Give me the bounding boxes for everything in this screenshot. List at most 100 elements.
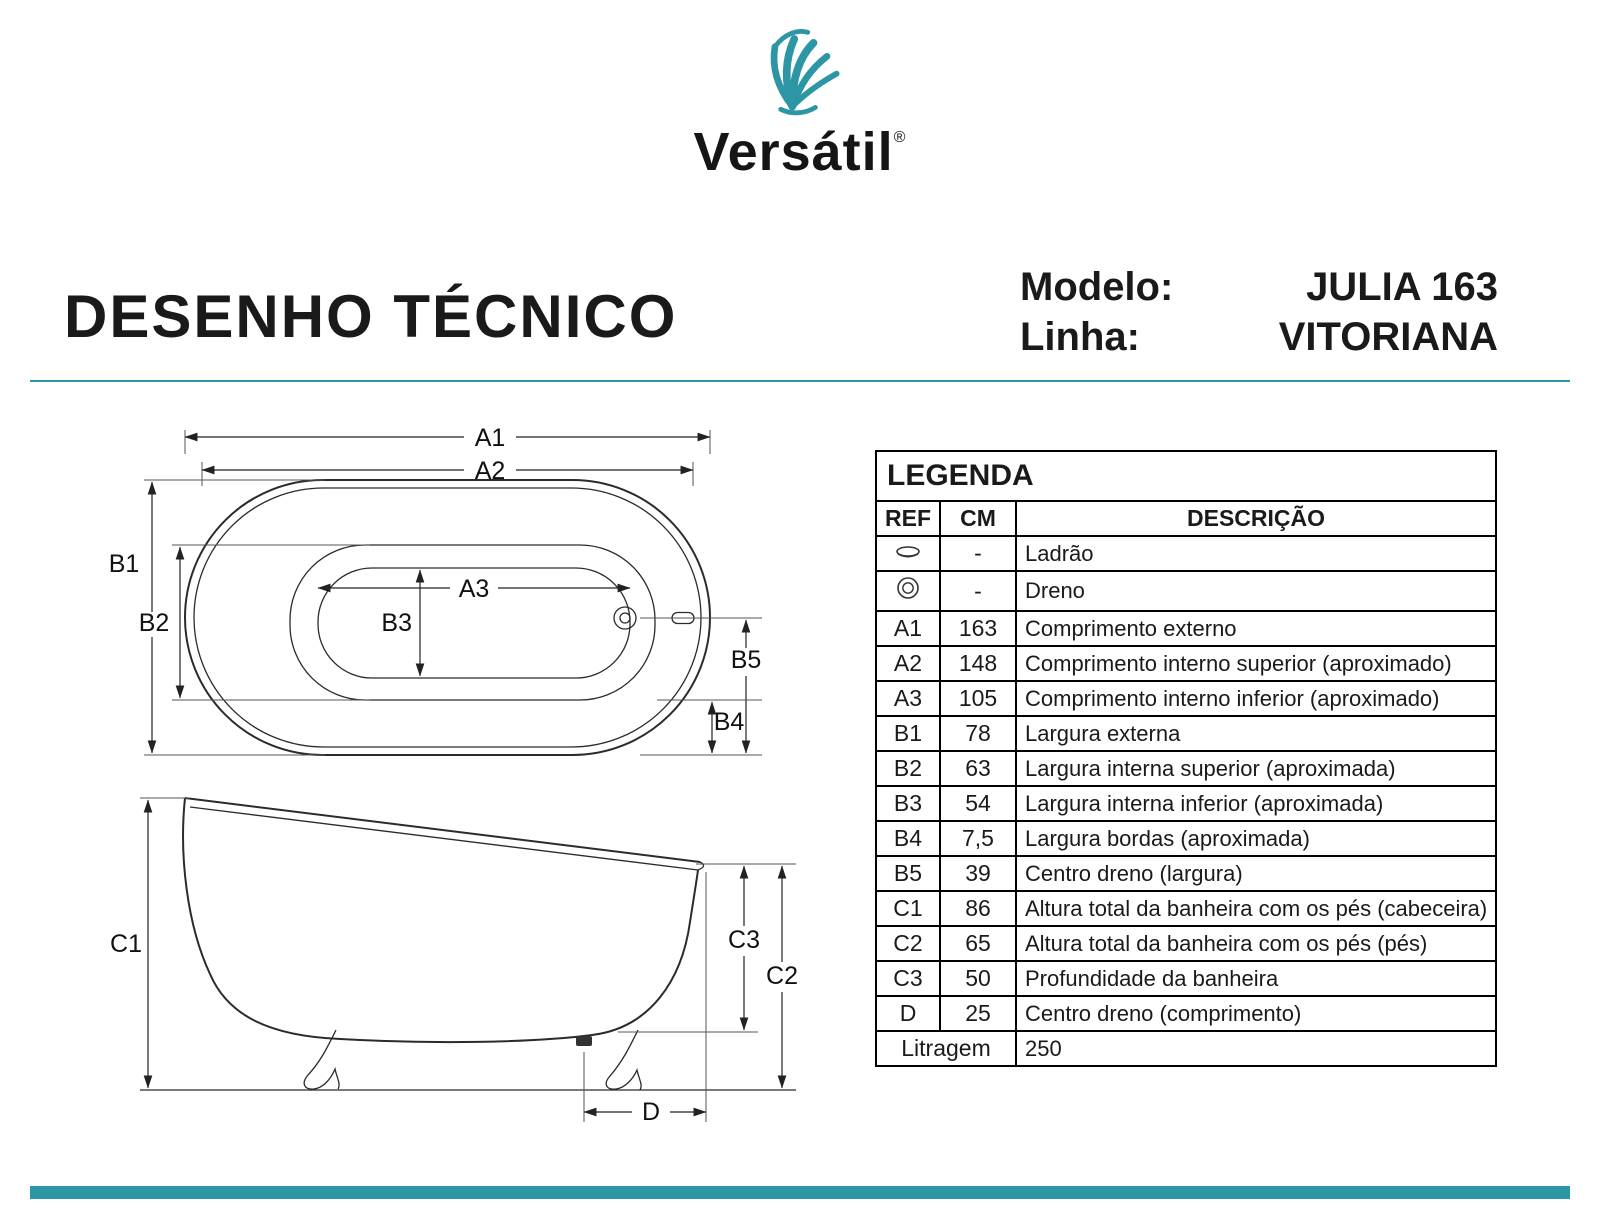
- drain-outline: [613, 606, 637, 630]
- header-divider: [30, 380, 1570, 382]
- tub-inner-lower-outline: [317, 567, 631, 679]
- shell-logo-icon: [770, 29, 840, 116]
- legend-cm-cell: -: [939, 570, 1017, 612]
- brand-name-text: Versátil: [693, 122, 894, 182]
- legend-row: A3 105 Comprimento interno inferior (apr…: [875, 680, 1498, 717]
- legend-cm-cell: 78: [939, 715, 1017, 752]
- legend-ref-cell: A3: [875, 680, 941, 717]
- model-value: JULIA 163: [1306, 265, 1498, 309]
- legend-ref-cell: [875, 570, 941, 612]
- tub-inner-upper-outline: [289, 544, 656, 701]
- legend-row: C2 65 Altura total da banheira com os pé…: [875, 925, 1498, 962]
- legend-desc-cell: Largura bordas (aproximada): [1014, 820, 1498, 857]
- tub-top-view: A1 A2 A3 B1 B2 B3 B5 B4: [109, 424, 762, 756]
- legend-header-row: REF CM DESCRIÇÃO: [875, 500, 1498, 537]
- legend-desc-cell: Altura total da banheira com os pés (pés…: [1014, 925, 1498, 962]
- dim-label-b1: B1: [109, 550, 140, 578]
- dim-label-d: D: [642, 1098, 660, 1126]
- dim-label-b3: B3: [381, 609, 412, 637]
- legend-row: - Ladrão: [875, 535, 1498, 572]
- drain-fitting: [576, 1036, 592, 1046]
- dim-label-b4: B4: [714, 708, 745, 736]
- legend-desc-cell: Centro dreno (largura): [1014, 855, 1498, 892]
- dim-label-c2: C2: [766, 962, 798, 990]
- legend-row: C3 50 Profundidade da banheira: [875, 960, 1498, 997]
- legend-ref-cell: C1: [875, 890, 941, 927]
- legend-row: C1 86 Altura total da banheira com os pé…: [875, 890, 1498, 927]
- technical-drawing: A1 A2 A3 B1 B2 B3 B5 B4: [109, 424, 798, 1126]
- legend-title-row: LEGENDA: [874, 450, 1498, 502]
- legend-ref-cell: A2: [875, 645, 941, 682]
- tub-outer-outline: [184, 479, 711, 756]
- legend-cm-cell: 163: [939, 610, 1017, 647]
- legend-cm-cell: 63: [939, 750, 1017, 787]
- legend-footer-row: Litragem 250: [875, 1030, 1498, 1067]
- legend-row: D 25 Centro dreno (comprimento): [875, 995, 1498, 1032]
- brand-logo: Versátil®: [590, 14, 1010, 179]
- legend-panel: LEGENDA REF CM DESCRIÇÃO - Ladrão: [874, 450, 1498, 1067]
- legend-cm-cell: -: [939, 535, 1017, 572]
- legend-desc-cell: Ladrão: [1014, 535, 1498, 572]
- legend-ref-cell: A1: [875, 610, 941, 647]
- legend-cm-cell: 50: [939, 960, 1017, 997]
- legend-cm-cell: 65: [939, 925, 1017, 962]
- legend-desc-cell: Profundidade da banheira: [1014, 960, 1498, 997]
- bottom-accent-bar: [30, 1186, 1570, 1199]
- legend-ref-cell: B3: [875, 785, 941, 822]
- dim-label-b2: B2: [139, 609, 170, 637]
- legend-desc-cell: Comprimento externo: [1014, 610, 1498, 647]
- model-row: Modelo: JULIA 163: [1020, 262, 1498, 312]
- legend-row: B1 78 Largura externa: [875, 715, 1498, 752]
- tub-rim-top: [184, 797, 701, 863]
- legend-ref-cell: C2: [875, 925, 941, 962]
- overflow-icon: [896, 546, 920, 558]
- registered-mark: ®: [893, 129, 907, 146]
- legend-ref-cell: B4: [875, 820, 941, 857]
- line-label: Linha:: [1020, 315, 1140, 359]
- legend-desc-cell: Altura total da banheira com os pés (cab…: [1014, 890, 1498, 927]
- tub-foot-right: [605, 1029, 642, 1091]
- legend-row: B2 63 Largura interna superior (aproxima…: [875, 750, 1498, 787]
- legend-desc-cell: Largura interna inferior (aproximada): [1014, 785, 1498, 822]
- legend-ref-cell: [875, 535, 941, 572]
- tub-rim-end: [697, 861, 705, 871]
- page-title: DESENHO TÉCNICO: [64, 283, 678, 350]
- legend-cm-cell: 7,5: [939, 820, 1017, 857]
- tub-body-outline: [182, 797, 699, 1044]
- brand-name: Versátil®: [590, 125, 1010, 179]
- legend-ref-cell: B5: [875, 855, 941, 892]
- legend-desc-cell: Comprimento interno inferior (aproximado…: [1014, 680, 1498, 717]
- legend-cm-cell: 39: [939, 855, 1017, 892]
- dim-label-c1: C1: [110, 930, 142, 958]
- legend-title: LEGENDA: [874, 450, 1498, 502]
- tub-side-view: C1 C3 C2 D: [110, 797, 798, 1126]
- legend-row: A1 163 Comprimento externo: [875, 610, 1498, 647]
- dim-label-b5: B5: [731, 646, 762, 674]
- legend-row: B5 39 Centro dreno (largura): [875, 855, 1498, 892]
- legend-ref-cell: B2: [875, 750, 941, 787]
- legend-desc-cell: Comprimento interno superior (aproximado…: [1014, 645, 1498, 682]
- legend-cm-cell: 148: [939, 645, 1017, 682]
- dim-label-c3: C3: [728, 926, 760, 954]
- dim-label-a3: A3: [459, 575, 490, 603]
- col-header-ref: REF: [875, 500, 941, 537]
- legend-row: B4 7,5 Largura bordas (aproximada): [875, 820, 1498, 857]
- tub-foot-left: [303, 1029, 340, 1090]
- legend-row: A2 148 Comprimento interno superior (apr…: [875, 645, 1498, 682]
- legend-ref-cell: C3: [875, 960, 941, 997]
- legend-cm-cell: 25: [939, 995, 1017, 1032]
- legend-desc-cell: Dreno: [1014, 570, 1498, 612]
- legend-desc-cell: Largura externa: [1014, 715, 1498, 752]
- litragem-value-cell: 250: [1014, 1030, 1498, 1067]
- drain-inner-outline: [619, 612, 631, 624]
- tub-rim-inner: [189, 806, 699, 871]
- legend-desc-cell: Centro dreno (comprimento): [1014, 995, 1498, 1032]
- legend-row: - Dreno: [875, 570, 1498, 612]
- dim-label-a2: A2: [475, 457, 506, 485]
- litragem-label-cell: Litragem: [875, 1030, 1017, 1067]
- line-value: VITORIANA: [1278, 315, 1498, 359]
- legend-row: B3 54 Largura interna inferior (aproxima…: [875, 785, 1498, 822]
- legend-desc-cell: Largura interna superior (aproximada): [1014, 750, 1498, 787]
- model-label: Modelo:: [1020, 265, 1174, 309]
- model-block: Modelo: JULIA 163 Linha: VITORIANA: [1020, 262, 1498, 362]
